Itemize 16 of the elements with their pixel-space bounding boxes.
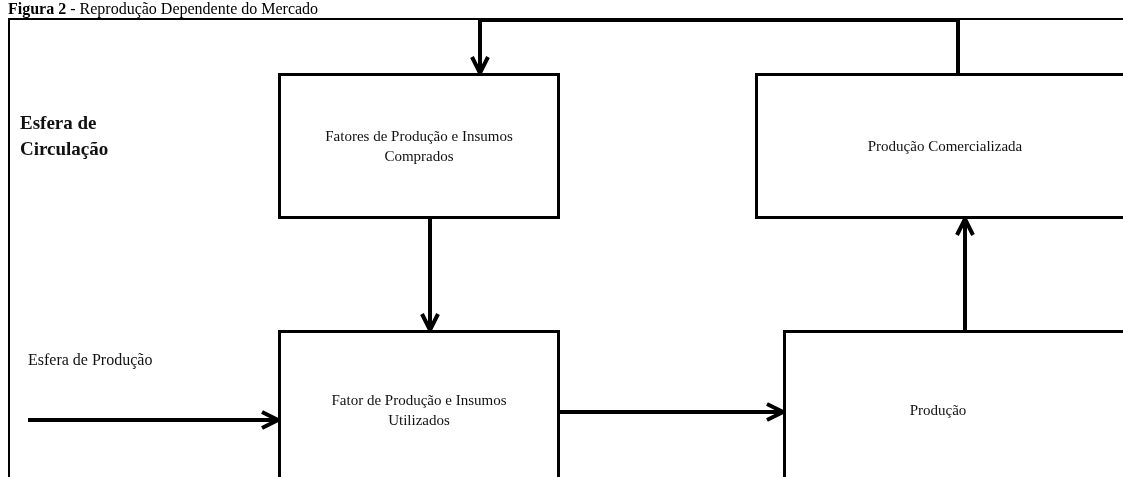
box-text: Fator de Produção e Insumos Utilizados (330, 391, 508, 430)
section-label: Esfera de Circulação (20, 111, 110, 161)
arrow (420, 219, 440, 332)
arrow (955, 217, 975, 330)
arrow (470, 18, 960, 75)
process-box (783, 330, 1123, 477)
section-label: Esfera de Produção (28, 350, 154, 370)
process-box (755, 73, 1123, 219)
arrow (28, 410, 280, 430)
process-box (278, 330, 560, 477)
box-text: Fatores de Produção e Insumos Comprados (324, 127, 514, 166)
process-box (278, 73, 560, 219)
box-text: Produção (909, 401, 967, 420)
arrow (560, 402, 785, 422)
figure-title: Figura 2 - Reprodução Dependente do Mercado (8, 0, 319, 18)
box-text: Produção Comercializada (867, 137, 1023, 156)
